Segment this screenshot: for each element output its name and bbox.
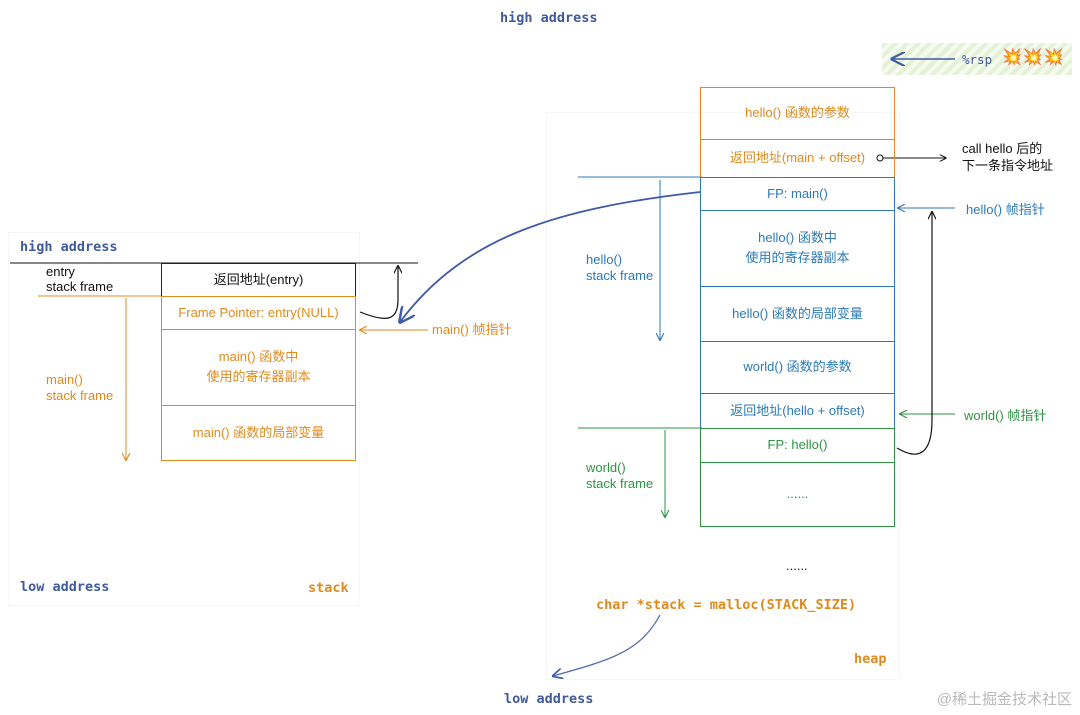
rsp-register-label: %rsp — [962, 52, 993, 67]
left-low-address-label: low address — [20, 579, 110, 595]
entry-return-address-box: 返回地址(entry) — [161, 263, 356, 297]
stack-region-label: stack — [308, 580, 349, 596]
hello-frame-pointer-label: hello() 帧指针 — [966, 202, 1045, 217]
main-stack-frame-label: main() stack frame — [46, 372, 114, 403]
hello-args-box: hello() 函数的参数 — [700, 87, 895, 140]
hello-return-address-box: 返回地址(hello + offset) — [700, 393, 895, 429]
explosion-icon: 💥💥💥 — [1002, 49, 1065, 66]
left-high-address-label: high address — [20, 239, 118, 255]
left-stack-panel — [8, 232, 360, 606]
heap-region-label: heap — [854, 651, 887, 667]
watermark: @稀土掘金技术社区 — [936, 691, 1072, 708]
call-hello-note: call hello 后的 下一条指令地址 — [962, 141, 1054, 173]
world-args-box: world() 函数的参数 — [700, 341, 895, 394]
hello-local-vars-box: hello() 函数的局部变量 — [700, 286, 895, 342]
hello-register-copies-box: hello() 函数中 使用的寄存器副本 — [700, 210, 895, 287]
main-local-vars-box: main() 函数的局部变量 — [161, 405, 356, 461]
world-more-box: ...... — [700, 462, 895, 527]
heap-ellipsis: ...... — [786, 558, 808, 573]
fp-hello-box: FP: hello() — [700, 428, 895, 463]
top-high-address-label: high address — [500, 10, 598, 26]
world-stack-frame-label: world() stack frame — [586, 460, 654, 491]
bottom-low-address-label: low address — [504, 691, 594, 707]
main-frame-pointer-box: Frame Pointer: entry(NULL) — [161, 296, 356, 330]
main-register-copies-box: main() 函数中 使用的寄存器副本 — [161, 329, 356, 406]
main-return-address-box: 返回地址(main + offset) — [700, 139, 895, 178]
fp-main-box: FP: main() — [700, 177, 895, 211]
malloc-code-label: char *stack = malloc(STACK_SIZE) — [596, 597, 857, 613]
world-frame-pointer-label: world() 帧指针 — [964, 408, 1047, 423]
hello-stack-frame-label: hello() stack frame — [586, 252, 654, 283]
main-frame-pointer-label: main() 帧指针 — [432, 322, 512, 337]
entry-stack-frame-label: entry stack frame — [46, 264, 114, 295]
